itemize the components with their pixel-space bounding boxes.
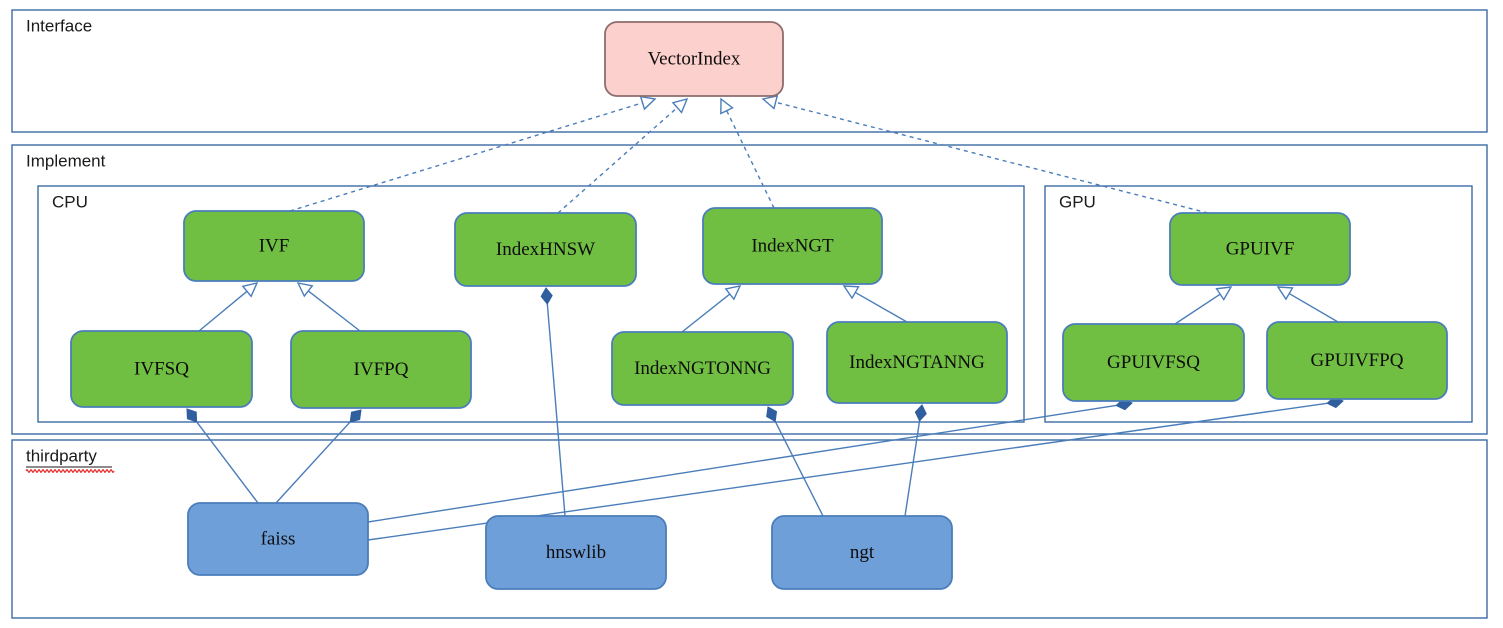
edge-line	[854, 291, 908, 323]
composition-diamond	[349, 409, 362, 423]
group-label-interface: Interface	[26, 16, 92, 35]
node-box-vectorindex[interactable]	[604, 21, 784, 97]
group-label-cpu: CPU	[52, 192, 88, 211]
inheritance-arrowhead	[1215, 286, 1233, 301]
edge-indexngtanng-to-indexngt	[842, 285, 908, 323]
node-label-indexhnsw: IndexHNSW	[496, 239, 595, 260]
node-label-indexngtanng: IndexNGTANNG	[849, 352, 985, 373]
edge-line	[1288, 292, 1339, 323]
node-ivfsq[interactable]: IVFSQ	[70, 330, 253, 408]
realization-arrowhead	[639, 95, 657, 111]
edge-ngt-to-indexngtanng	[904, 404, 927, 517]
edge-line	[774, 420, 824, 517]
edge-gpuivfsq-to-gpuivf	[1174, 286, 1233, 325]
group-label-implement: Implement	[26, 151, 106, 170]
edge-gpuivf-to-vectorindex	[761, 95, 1209, 214]
edge-ngt-to-indexngtonng	[766, 406, 824, 517]
edge-indexhnsw-to-vectorindex	[557, 97, 689, 214]
inheritance-arrowhead	[724, 285, 742, 301]
spellcheck-squiggle	[25, 469, 115, 473]
node-box-indexngtanng[interactable]	[826, 321, 1008, 404]
node-box-hnswlib[interactable]	[485, 515, 667, 590]
node-box-faiss[interactable]	[187, 502, 369, 576]
node-gpuivfsq[interactable]: GPUIVFSQ	[1062, 323, 1245, 402]
edge-line	[275, 421, 351, 504]
edge-line	[904, 420, 921, 517]
node-label-indexngtonng: IndexNGTONNG	[634, 358, 771, 379]
node-label-gpuivfpq: GPUIVFPQ	[1311, 350, 1404, 371]
edge-line	[196, 421, 259, 504]
edge-line	[681, 293, 731, 333]
edge-hnswlib-to-indexhnsw	[540, 287, 566, 517]
composition-diamond	[186, 408, 198, 423]
edge-line	[775, 101, 1209, 214]
node-gpuivf[interactable]: GPUIVF	[1169, 212, 1351, 286]
edge-line	[198, 290, 248, 332]
node-box-indexngtonng[interactable]	[611, 331, 794, 406]
edge-indexngtonng-to-indexngt	[681, 285, 742, 333]
realization-arrowhead	[720, 97, 734, 115]
group-label-thirdparty: thirdparty	[26, 446, 97, 465]
node-box-ivf[interactable]	[183, 210, 365, 282]
inheritance-arrowhead	[1276, 286, 1294, 301]
node-label-vectorindex: VectorIndex	[648, 48, 741, 69]
node-ngt[interactable]: ngt	[771, 515, 953, 590]
node-indexhnsw[interactable]: IndexHNSW	[454, 212, 637, 287]
edge-line	[546, 303, 566, 517]
node-hnswlib[interactable]: hnswlib	[485, 515, 667, 590]
node-label-indexngt: IndexNGT	[751, 235, 834, 256]
inheritance-arrowhead	[842, 285, 860, 300]
node-label-gpuivfsq: GPUIVFSQ	[1107, 352, 1200, 373]
node-vectorindex[interactable]: VectorIndex	[604, 21, 784, 97]
node-ivfpq[interactable]: IVFPQ	[290, 330, 472, 409]
edge-gpuivfpq-to-gpuivf	[1276, 286, 1339, 323]
composition-diamond	[540, 287, 553, 305]
node-label-faiss: faiss	[261, 528, 296, 549]
node-box-indexngt[interactable]	[702, 207, 883, 285]
inheritance-arrowhead	[241, 282, 259, 298]
node-label-hnswlib: hnswlib	[546, 542, 606, 563]
node-box-indexhnsw[interactable]	[454, 212, 637, 287]
inheritance-arrowhead	[296, 282, 314, 298]
node-box-gpuivf[interactable]	[1169, 212, 1351, 286]
node-label-ivf: IVF	[259, 235, 290, 256]
node-box-gpuivfsq[interactable]	[1062, 323, 1245, 402]
edge-faiss-to-ivfpq	[275, 409, 362, 504]
node-label-ivfpq: IVFPQ	[354, 359, 409, 380]
edge-ivfsq-to-ivf	[198, 282, 259, 332]
edge-line	[557, 107, 678, 214]
node-label-gpuivf: GPUIVF	[1226, 238, 1295, 259]
edge-faiss-to-ivfsq	[186, 408, 259, 504]
realization-arrowhead	[671, 97, 689, 114]
node-indexngt[interactable]: IndexNGT	[702, 207, 883, 285]
relationship-edges	[186, 95, 1344, 541]
edge-line	[307, 290, 361, 332]
edge-ivfpq-to-ivf	[296, 282, 361, 332]
node-box-ngt[interactable]	[771, 515, 953, 590]
edge-indexngt-to-vectorindex	[720, 97, 775, 209]
node-ivf[interactable]: IVF	[183, 210, 365, 282]
edge-line	[289, 102, 643, 212]
edge-line	[726, 110, 775, 209]
composition-diamond	[766, 406, 778, 423]
node-indexngtanng[interactable]: IndexNGTANNG	[826, 321, 1008, 404]
node-indexngtonng[interactable]: IndexNGTONNG	[611, 331, 794, 406]
node-box-ivfpq[interactable]	[290, 330, 472, 409]
edge-line	[367, 404, 1117, 523]
edge-ivf-to-vectorindex	[289, 95, 657, 212]
node-box-gpuivfpq[interactable]	[1266, 321, 1448, 400]
edge-line	[1174, 293, 1221, 325]
group-label-gpu: GPU	[1059, 192, 1096, 211]
node-label-ivfsq: IVFSQ	[134, 358, 189, 379]
node-box-ivfsq[interactable]	[70, 330, 253, 408]
node-gpuivfpq[interactable]: GPUIVFPQ	[1266, 321, 1448, 400]
node-label-ngt: ngt	[850, 542, 875, 563]
composition-diamond	[914, 404, 927, 422]
realization-arrowhead	[761, 95, 779, 110]
node-faiss[interactable]: faiss	[187, 502, 369, 576]
